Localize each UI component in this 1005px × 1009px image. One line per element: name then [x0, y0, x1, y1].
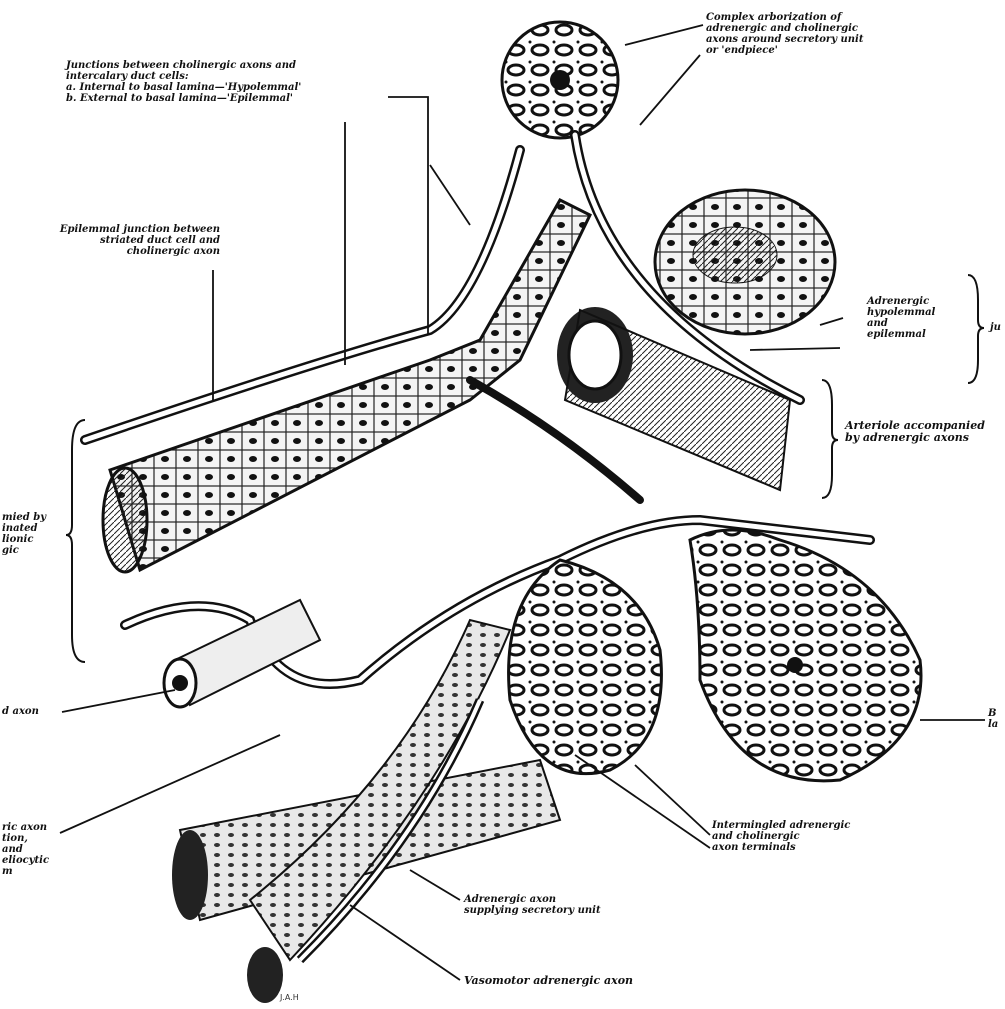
label-epilemmal-junction: Epilemmal junction between striated duct… — [10, 224, 220, 257]
label-line: by adrenergic axons — [845, 432, 985, 444]
label-line: lionic — [2, 534, 46, 545]
label-line: hypolemmal — [867, 307, 935, 318]
label-line: or 'endpiece' — [706, 45, 863, 56]
label-line: eliocytic — [2, 855, 49, 866]
label-line: and cholinergic — [712, 831, 850, 842]
label-intermingled: Intermingled adrenergic and cholinergic … — [712, 820, 850, 853]
label-line: ric axon — [2, 822, 49, 833]
label-line: a. Internal to basal lamina—'Hypolemmal' — [66, 82, 301, 93]
label-left-cut: mied by inated lionic gic — [2, 512, 46, 556]
label-line: Adrenergic — [867, 296, 935, 307]
label-line: gic — [2, 545, 46, 556]
label-line: mied by — [2, 512, 46, 523]
label-left-cut-2: ric axon tion, and eliocytic m — [2, 822, 49, 877]
secretory-endpiece-right — [690, 530, 921, 781]
label-line: la — [988, 719, 998, 730]
label-line: and — [2, 844, 49, 855]
label-line: striated duct cell and — [10, 235, 220, 246]
label-line: m — [2, 866, 49, 877]
label-line: Junctions between cholinergic axons and — [66, 60, 301, 71]
label-line: intercalary duct cells: — [66, 71, 301, 82]
label-adrenergic-hypolemmal: Adrenergic hypolemmal and epilemmal — [867, 296, 935, 340]
label-complex-arborization: Complex arborization of adrenergic and c… — [706, 12, 863, 56]
label-vasomotor: Vasomotor adrenergic axon — [464, 975, 633, 987]
label-line: supplying secretory unit — [464, 905, 601, 916]
label-line: epilemmal — [867, 329, 935, 340]
label-line: Epilemmal junction between — [10, 224, 220, 235]
label-right-edge-j: ju — [990, 322, 1001, 333]
secretory-endpiece-middle — [509, 560, 662, 774]
label-line: inated — [2, 523, 46, 534]
label-line: cholinergic axon — [10, 246, 220, 257]
label-line: tion, — [2, 833, 49, 844]
label-line: Complex arborization of — [706, 12, 863, 23]
label-line: Intermingled adrenergic — [712, 820, 850, 831]
label-arteriole: Arteriole accompanied by adrenergic axon… — [845, 420, 985, 444]
label-line: axons around secretory unit — [706, 34, 863, 45]
signature: J.A.H — [279, 993, 299, 1002]
secretory-endpiece-top — [502, 22, 618, 138]
label-adrenergic-supplying: Adrenergic axon supplying secretory unit — [464, 894, 601, 916]
label-junctions: Junctions between cholinergic axons and … — [66, 60, 301, 104]
label-line: and — [867, 318, 935, 329]
label-line: adrenergic and cholinergic — [706, 23, 863, 34]
label-line: Adrenergic axon — [464, 894, 601, 905]
label-line: b. External to basal lamina—'Epilemmal' — [66, 93, 301, 104]
label-line: B — [988, 708, 998, 719]
label-line: axon terminals — [712, 842, 850, 853]
label-basal-lamina-cut: B la — [988, 708, 998, 730]
label-cut-axon: d axon — [2, 706, 39, 717]
acinus-right — [655, 190, 835, 334]
